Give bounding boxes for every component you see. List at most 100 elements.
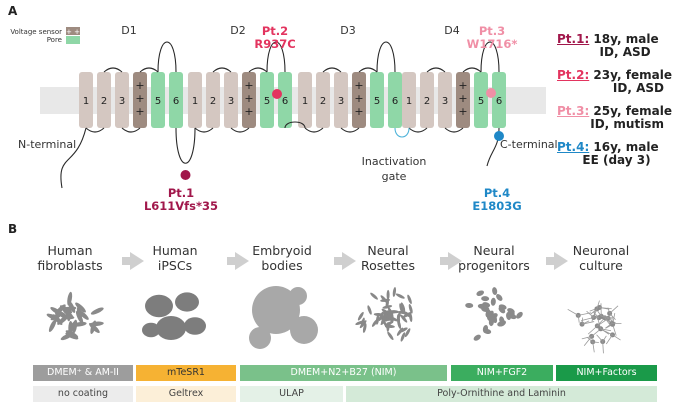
media-bar: DMEM+N2+B27 (NIM) (240, 365, 447, 381)
n-terminal-tail (60, 127, 87, 189)
patient-age-sex: 25y, female (589, 104, 672, 118)
stage-arrow (122, 252, 144, 270)
neurite (581, 335, 592, 340)
fibroblast-cell (68, 320, 77, 333)
neurite (596, 300, 600, 310)
progenitor-cell (490, 297, 496, 306)
progenitor-cell (492, 287, 498, 296)
intra-loop (103, 67, 123, 73)
progenitor-cell (508, 313, 517, 320)
rosette-cell (408, 303, 413, 314)
pore-loop (480, 41, 500, 73)
legend-plus-signs: + + (66, 28, 80, 36)
plus-sign: + (354, 79, 363, 92)
neurite (604, 323, 613, 329)
c-terminal-label: C-terminal (500, 138, 558, 151)
media-bar: NIM+FGF2 (451, 365, 553, 381)
stage-arrow (227, 252, 249, 270)
mutation-variant-label: E1803G (472, 199, 521, 213)
legend-pore-swatch (66, 36, 80, 44)
neurite (591, 316, 600, 319)
domain-linker-2 (284, 121, 306, 129)
segment-d1-s5 (151, 72, 165, 128)
patient-id: Pt.2: (557, 68, 590, 82)
domain-label-4: D4 (444, 24, 459, 37)
neurite (578, 312, 592, 316)
fibroblast-cell (75, 310, 84, 324)
stage-arrow (546, 252, 568, 270)
segment-number: 5 (264, 96, 270, 107)
mutation-dot-pt1 (180, 170, 191, 180)
neurite (609, 313, 616, 320)
plus-sign: + (135, 105, 144, 118)
intra-loop (340, 127, 360, 133)
intra-loop (358, 67, 378, 73)
embryoid-body (290, 316, 318, 344)
ipsc-colony (175, 292, 199, 312)
rosette-cell (407, 294, 412, 304)
progenitor-cell (496, 294, 503, 301)
coating-bar: no coating (33, 386, 133, 402)
progenitor-cell (491, 315, 498, 323)
plus-sign: + (244, 92, 253, 105)
progenitor-cell (465, 302, 474, 308)
rosette-cell (386, 289, 390, 300)
neurite (587, 325, 598, 335)
neurite (612, 324, 617, 336)
patient-phenotype: ID, mutism (590, 117, 664, 131)
plus-sign: + (458, 79, 467, 92)
intra-loop (322, 67, 342, 73)
segment-d4-s5 (474, 72, 488, 128)
rosette-cell (392, 287, 397, 297)
neurite (600, 328, 612, 332)
segment-d4-s3 (438, 72, 452, 128)
neurite (597, 318, 604, 327)
fibroblast-cell (60, 314, 75, 320)
neurite (601, 315, 609, 318)
fibroblast-cell (55, 304, 66, 315)
fibroblast-cell (89, 322, 100, 334)
segment-d2-s1 (188, 72, 202, 128)
neurite (612, 334, 621, 341)
neurite (605, 334, 613, 345)
segment-d4-s4 (456, 72, 470, 128)
rosette-cell (400, 314, 408, 323)
rosette-cell (359, 320, 367, 329)
progenitor-cell (506, 312, 512, 320)
progenitor-cell (498, 306, 506, 314)
segment-d3-s1 (298, 72, 312, 128)
intra-loop (85, 127, 105, 133)
neurite (593, 311, 600, 318)
segment-d2-s3 (224, 72, 238, 128)
legend-pore-label: Pore (47, 36, 62, 44)
ipsc-colony (142, 322, 160, 338)
fibroblast-cell (75, 302, 86, 313)
rosette-cell (370, 292, 378, 300)
domain-label-1: D1 (121, 24, 136, 37)
rosette-cell (380, 298, 391, 302)
rosette-cell (357, 311, 364, 321)
segment-number: 3 (119, 96, 125, 107)
plus-sign: + (354, 105, 363, 118)
cell-illustrations (46, 286, 622, 354)
segment-number: 3 (338, 96, 344, 107)
segment-d1-s1 (79, 72, 93, 128)
rosette-cell (400, 332, 406, 342)
segment-number: 6 (282, 96, 288, 107)
mutation-pt-label: Pt.4 (484, 186, 510, 200)
segment-d3-s4 (352, 72, 366, 128)
pore-loop (157, 41, 177, 73)
segment-d2-s4 (242, 72, 256, 128)
loops-group (60, 41, 500, 189)
media-bar: mTeSR1 (136, 365, 236, 381)
intra-loop (304, 127, 324, 133)
neurite (581, 321, 595, 325)
patient-id: Pt.3: (557, 104, 590, 118)
patient-age-sex: 23y, female (589, 68, 672, 82)
segment-d1-s3 (115, 72, 129, 128)
plus-sign: + (244, 105, 253, 118)
domain-linker-1 (175, 127, 196, 164)
neurite (592, 341, 595, 353)
